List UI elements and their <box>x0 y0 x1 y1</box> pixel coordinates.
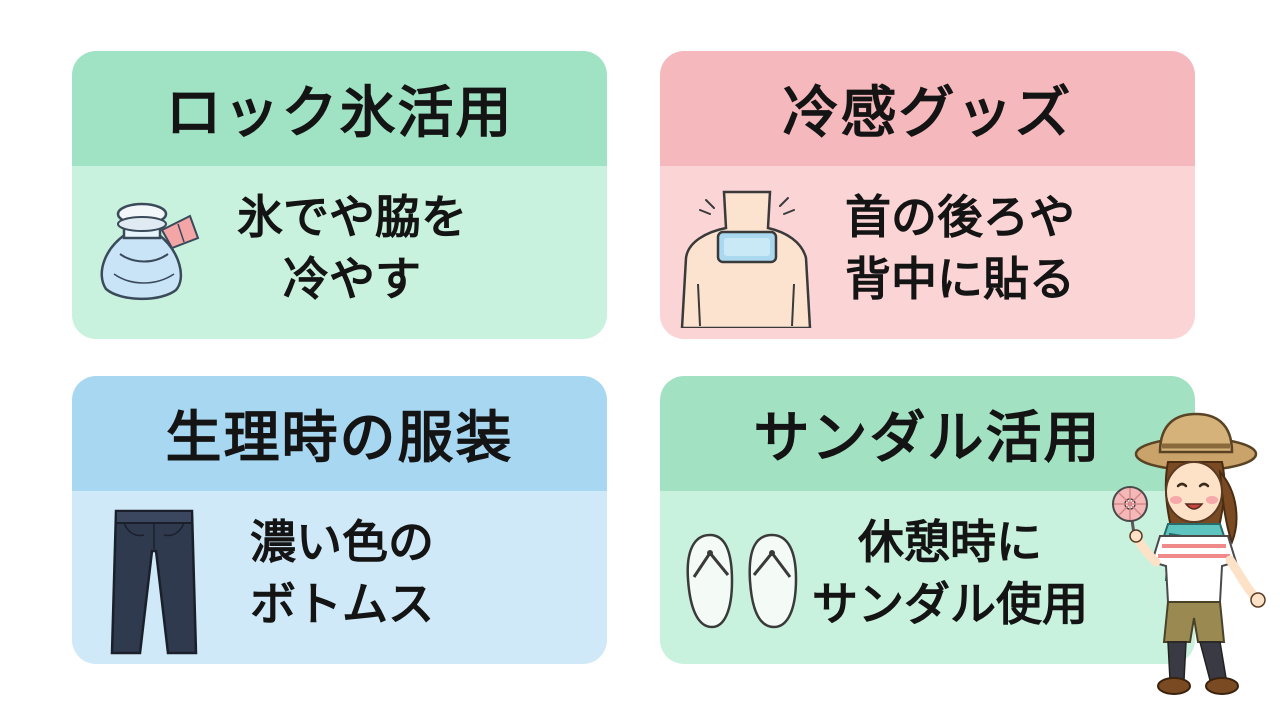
hiker-girl-with-fan-icon <box>1112 412 1266 695</box>
card-title: ロック氷活用 <box>72 51 607 166</box>
cooling-patch-icon <box>680 190 812 328</box>
sandals-icon <box>686 533 798 629</box>
card-description: 休憩時に サンダル使用 <box>812 515 1088 631</box>
card-description: 首の後ろや 背中に貼る <box>845 190 1075 306</box>
card-description: 氷でや脇を 冷やす <box>237 190 467 306</box>
card-title: 冷感グッズ <box>660 51 1195 166</box>
card-cooling-goods: 冷感グッズ 首の後ろや 背中に貼る <box>660 51 1195 339</box>
pants-icon <box>110 509 198 655</box>
card-description: 濃い色の ボトムス <box>250 515 434 631</box>
card-body: 首の後ろや 背中に貼る <box>660 166 1195 339</box>
card-body: 休憩時に サンダル使用 <box>660 491 1195 664</box>
ice-pack-icon <box>100 202 200 301</box>
card-sandals: サンダル活用 休憩時に サンダル使用 <box>660 376 1195 664</box>
card-body: 氷でや脇を 冷やす <box>72 166 607 339</box>
card-clothing: 生理時の服装 濃い色の ボトムス <box>72 376 607 664</box>
card-title: 生理時の服装 <box>72 376 607 491</box>
card-title: サンダル活用 <box>660 376 1195 491</box>
card-body: 濃い色の ボトムス <box>72 491 607 664</box>
card-rock-ice: ロック氷活用 氷でや脇を 冷やす <box>72 51 607 339</box>
